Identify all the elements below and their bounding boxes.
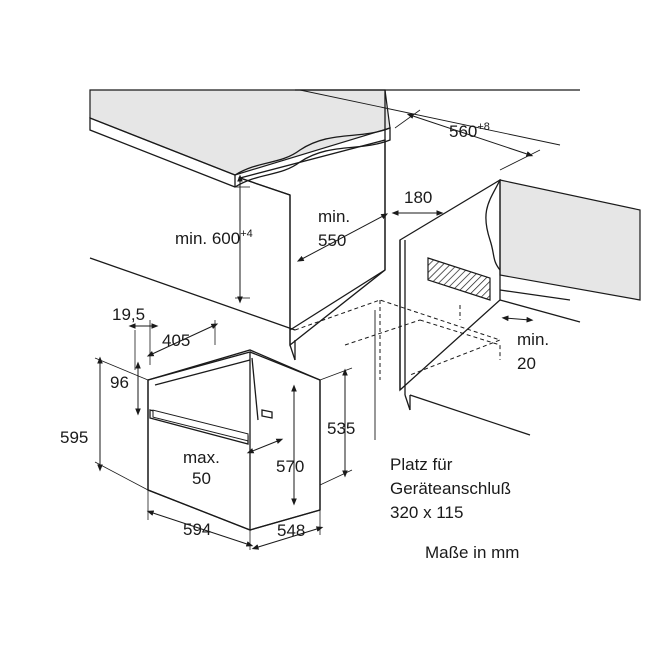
dim-width-594: 594 [183, 520, 211, 539]
connection-note-line1: Platz für [390, 455, 453, 474]
dim-depth-180: 180 [404, 188, 432, 207]
dim-height-535: 535 [327, 419, 355, 438]
dim-height-595: 595 [60, 428, 88, 447]
units-note: Maße in mm [425, 543, 519, 562]
dim-front-offset: 19,5 [112, 305, 145, 324]
dim-min-gap-label: min. [517, 330, 549, 349]
dim-depth-405: 405 [162, 331, 190, 350]
dim-max-value: 50 [192, 469, 211, 488]
connection-note-line2: Geräteanschluß [390, 479, 511, 498]
connection-note-line3: 320 x 115 [390, 503, 463, 522]
dim-width-niche: 560+8 [449, 121, 490, 141]
dim-min-depth-label: min. [318, 207, 350, 226]
dim-front-96: 96 [110, 373, 129, 392]
dim-height-570: 570 [276, 457, 304, 476]
connection-area-hatch [427, 257, 491, 301]
left-cabinet-side [237, 139, 386, 361]
dim-min-height: min. 600+4 [175, 228, 253, 248]
back-wall [295, 89, 641, 301]
floor-lines [89, 257, 581, 440]
dashed-niche-floor [294, 299, 502, 380]
dim-max-label: max. [183, 448, 220, 467]
dim-depth-548: 548 [277, 521, 305, 540]
dim-min-gap-value: 20 [517, 354, 536, 373]
worktop [89, 89, 391, 188]
dim-min-depth-value: 550 [318, 231, 346, 250]
